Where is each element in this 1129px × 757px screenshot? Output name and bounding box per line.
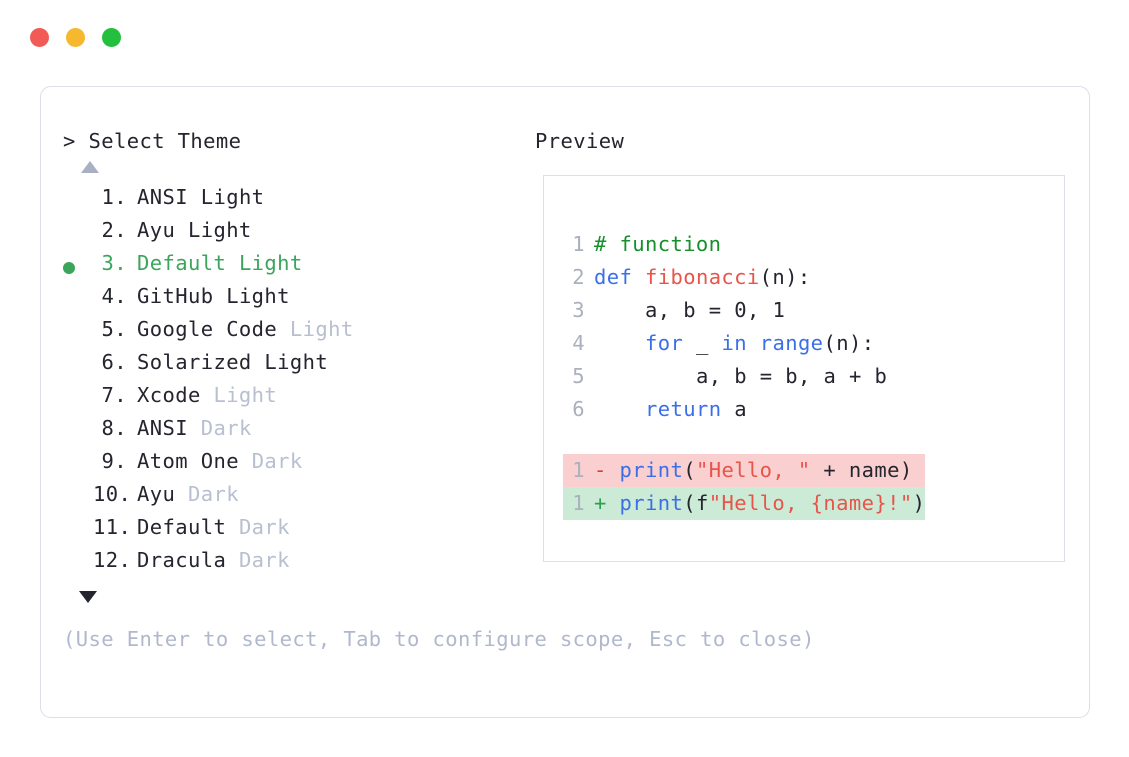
- code-line-number: 3: [572, 298, 585, 322]
- theme-item-name: Default: [137, 251, 239, 275]
- theme-item-index: 4.: [101, 284, 127, 308]
- theme-item-name: Xcode: [137, 383, 214, 407]
- code-line: 6 return a: [563, 393, 925, 426]
- theme-list-item[interactable]: 10.Ayu Dark: [63, 482, 543, 515]
- theme-item-variant: Light: [238, 251, 303, 275]
- theme-list-item[interactable]: 5. Google Code Light: [63, 317, 543, 350]
- theme-item-index: 11.: [93, 515, 132, 539]
- code-line-number: 4: [572, 331, 585, 355]
- theme-picker-card: > Select Theme Preview 1. ANSI Light 2. Ayu…: [40, 86, 1090, 718]
- code-line-number: 1: [572, 491, 585, 515]
- theme-item-index: 3.: [101, 251, 127, 275]
- diff-removed-line: 1- print("Hello, " + name): [563, 454, 926, 487]
- keyboard-hint: (Use Enter to select, Tab to configure s…: [63, 627, 815, 651]
- theme-item-variant: Dark: [251, 449, 303, 473]
- code-line-number: 6: [572, 397, 585, 421]
- minimize-button[interactable]: [66, 28, 85, 47]
- theme-list-item[interactable]: 4. GitHub Light: [63, 284, 543, 317]
- code-line-number: 1: [572, 458, 585, 482]
- theme-item-variant: Dark: [238, 548, 290, 572]
- theme-item-index: 10.: [93, 482, 132, 506]
- theme-item-name: GitHub: [137, 284, 227, 308]
- code-line: 3 a, b = 0, 1: [563, 294, 925, 327]
- code-spacer: [563, 426, 925, 454]
- preview-label: Preview: [535, 129, 625, 153]
- theme-list-item[interactable]: 6. Solarized Light: [63, 350, 543, 383]
- close-button[interactable]: [30, 28, 49, 47]
- theme-item-variant: Light: [187, 218, 252, 242]
- theme-list-item[interactable]: 1. ANSI Light: [63, 185, 543, 218]
- theme-list-item[interactable]: 2. Ayu Light: [63, 218, 543, 251]
- theme-list-item[interactable]: 11.Default Dark: [63, 515, 543, 548]
- code-line-number: 5: [572, 364, 585, 388]
- theme-item-name: Dracula: [137, 548, 239, 572]
- theme-item-variant: Light: [289, 317, 354, 341]
- code-line: 1# function: [563, 228, 925, 261]
- theme-item-index: 8.: [101, 416, 127, 440]
- theme-item-index: 12.: [93, 548, 132, 572]
- theme-item-name: Atom One: [137, 449, 252, 473]
- theme-list-item[interactable]: 8. ANSI Dark: [63, 416, 543, 449]
- diff-sign: +: [594, 491, 607, 515]
- theme-item-name: Solarized: [137, 350, 265, 374]
- selection-bullet-slot: [63, 261, 93, 274]
- triangle-up-icon[interactable]: [81, 161, 99, 173]
- theme-item-variant: Dark: [200, 416, 252, 440]
- theme-item-index: 2.: [101, 218, 127, 242]
- theme-item-index: 5.: [101, 317, 127, 341]
- theme-list-item[interactable]: 12.Dracula Dark: [63, 548, 543, 581]
- theme-item-index: 1.: [101, 185, 127, 209]
- theme-item-name: ANSI: [137, 416, 201, 440]
- window-traffic-lights: [30, 28, 121, 47]
- theme-item-name: Ayu: [137, 482, 188, 506]
- theme-item-variant: Light: [226, 284, 290, 308]
- code-line: 4 for _ in range(n):: [563, 327, 925, 360]
- selected-bullet-icon: [63, 261, 75, 274]
- theme-item-index: 7.: [101, 383, 127, 407]
- theme-list-item[interactable]: 3. Default Light: [63, 251, 543, 284]
- code-line-number: 2: [572, 265, 585, 289]
- theme-item-name: ANSI: [137, 185, 201, 209]
- theme-item-name: Ayu: [137, 218, 188, 242]
- diff-sign: -: [594, 458, 607, 482]
- code-line-number: 1: [572, 232, 585, 256]
- theme-item-variant: Light: [200, 185, 265, 209]
- theme-item-variant: Light: [213, 383, 278, 407]
- theme-list-item[interactable]: 9. Atom One Dark: [63, 449, 543, 482]
- theme-item-variant: Light: [264, 350, 329, 374]
- theme-item-name: Default: [137, 515, 239, 539]
- diff-added-line: 1+ print(f"Hello, {name}!"): [563, 487, 926, 520]
- triangle-down-icon[interactable]: [79, 591, 97, 603]
- theme-item-name: Google Code: [137, 317, 290, 341]
- theme-item-index: 6.: [101, 350, 127, 374]
- code-line: 5 a, b = b, a + b: [563, 360, 925, 393]
- theme-item-variant: Dark: [238, 515, 290, 539]
- maximize-button[interactable]: [102, 28, 121, 47]
- page-title: > Select Theme: [63, 129, 242, 153]
- panel-headers: > Select Theme Preview: [63, 131, 1069, 152]
- theme-item-index: 9.: [101, 449, 127, 473]
- theme-item-variant: Dark: [187, 482, 239, 506]
- theme-list-item[interactable]: 7. Xcode Light: [63, 383, 543, 416]
